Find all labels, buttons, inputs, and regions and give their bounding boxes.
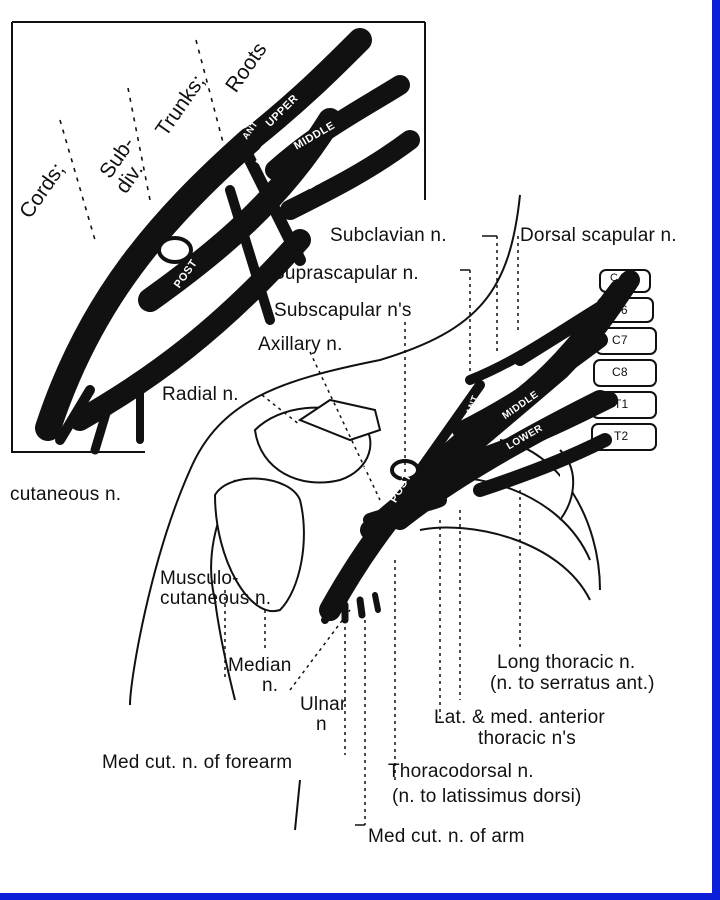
label-lat-med-1: Lat. & med. anterior bbox=[434, 707, 605, 728]
label-median-2: n. bbox=[262, 675, 278, 696]
label-cutaneous: cutaneous n. bbox=[10, 484, 121, 505]
inset-dividers bbox=[60, 40, 225, 240]
label-lat-med-2: thoracic n's bbox=[478, 728, 576, 749]
label-med-cut-forearm: Med cut. n. of forearm bbox=[102, 752, 292, 773]
frame-right-edge bbox=[712, 0, 720, 900]
label-radial: Radial n. bbox=[162, 384, 239, 405]
vertebra-c4: C4 bbox=[610, 272, 624, 284]
label-axillary: Axillary n. bbox=[258, 334, 343, 355]
label-median-1: Median bbox=[228, 655, 292, 676]
label-ulnar-1: Ulnar bbox=[300, 694, 346, 715]
vertebra-c5: 5 bbox=[630, 280, 636, 292]
vertebra-t2: T2 bbox=[614, 430, 628, 442]
label-subclavian: Subclavian n. bbox=[330, 225, 447, 246]
vertebra-c8: C8 bbox=[612, 366, 628, 378]
label-ulnar-2: n bbox=[316, 714, 327, 735]
frame-bottom-edge bbox=[0, 893, 720, 900]
label-musculo-2: cutaneous n. bbox=[160, 588, 271, 609]
label-dorsal-scapular: Dorsal scapular n. bbox=[520, 225, 677, 246]
label-med-cut-arm: Med cut. n. of arm bbox=[368, 826, 525, 847]
vertebra-t1: T1 bbox=[614, 398, 628, 410]
label-long-thoracic-1: Long thoracic n. bbox=[497, 652, 635, 673]
label-musculo-1: Musculo- bbox=[160, 568, 239, 589]
label-subscapular: Subscapular n's bbox=[274, 300, 412, 321]
label-long-thoracic-2: (n. to serratus ant.) bbox=[490, 673, 655, 694]
label-thoracodorsal-2: (n. to latissimus dorsi) bbox=[392, 786, 582, 807]
label-thoracodorsal-1: Thoracodorsal n. bbox=[388, 761, 534, 782]
label-suprascapular: Suprascapular n. bbox=[272, 263, 419, 284]
vertebra-c6: C6 bbox=[612, 304, 628, 316]
vertebra-c7: C7 bbox=[612, 334, 628, 346]
